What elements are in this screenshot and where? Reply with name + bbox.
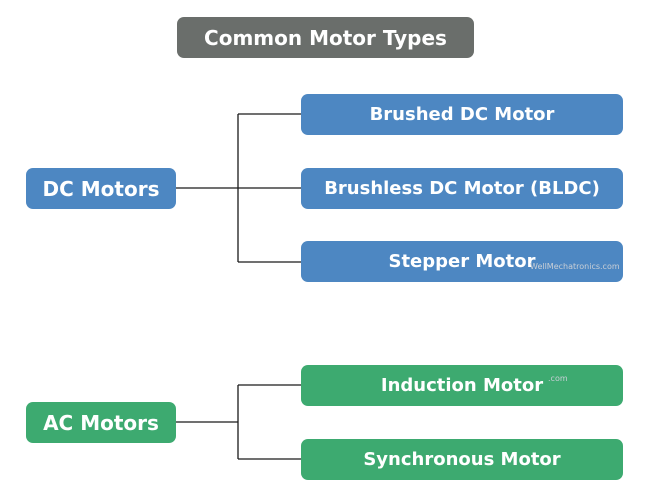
watermark-partial: .com: [548, 374, 568, 383]
dc-motors-node: DC Motors: [26, 168, 176, 209]
diagram-title: Common Motor Types: [177, 17, 474, 58]
synchronous-motor-node: Synchronous Motor: [301, 439, 623, 480]
watermark: WellMechatronics.com: [530, 262, 620, 271]
stepper-motor-node: Stepper Motor: [301, 241, 623, 282]
brushless-dc-motor-node: Brushless DC Motor (BLDC): [301, 168, 623, 209]
ac-motors-node: AC Motors: [26, 402, 176, 443]
induction-motor-node: Induction Motor: [301, 365, 623, 406]
brushed-dc-motor-node: Brushed DC Motor: [301, 94, 623, 135]
